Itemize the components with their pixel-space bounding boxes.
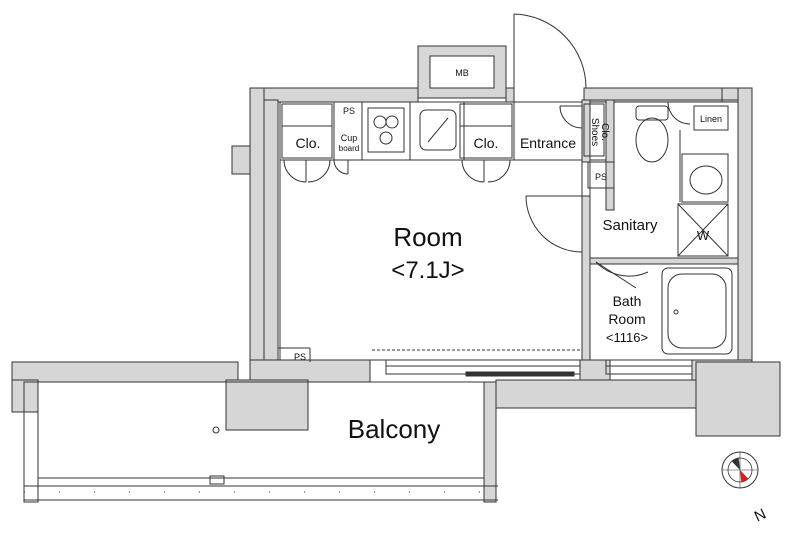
sanitary-door [525, 195, 583, 253]
windows [372, 349, 693, 377]
entrance-label: Entrance [520, 135, 576, 151]
shoes-closet-label-2: Clo. [599, 123, 610, 141]
bath-door [595, 261, 649, 289]
bathtub-icon [661, 267, 733, 355]
balcony-label: Balcony [348, 414, 441, 444]
linen-label: Linen [700, 114, 722, 124]
shoes-door [559, 103, 605, 157]
cupboard-label-1: Cup [341, 133, 358, 143]
bath-label-2: Room [608, 311, 645, 327]
sanitary-label: Sanitary [602, 217, 658, 234]
wash-basin-icon [689, 165, 723, 195]
closet-right-label: Clo. [474, 135, 499, 151]
room-size-label: <7.1J> [391, 257, 464, 284]
closet-left-label: Clo. [296, 135, 321, 151]
sink-icon [419, 109, 457, 151]
cupboard-label-2: board [339, 144, 359, 153]
bath-label-1: Bath [613, 293, 642, 309]
interior-lines [278, 99, 739, 362]
room-name-label: Room [393, 222, 462, 252]
cooktop-icon [367, 107, 405, 153]
ps-label-bottom: PS [294, 352, 306, 362]
walls [11, 45, 781, 503]
bath-size-label: <1116> [606, 330, 648, 345]
closets [281, 103, 513, 183]
shoes-closet-label-1: Shoes [589, 118, 600, 146]
compass-north-label: N [752, 505, 769, 525]
labels: MB PS Clo. Cup board Clo. Entrance Shoes… [294, 68, 722, 444]
compass-icon [721, 451, 759, 489]
toilet-door [667, 101, 691, 125]
ps-label-top: PS [343, 106, 355, 116]
entrance-door [513, 13, 587, 89]
washer-label: W [697, 228, 710, 243]
meter-box-label: MB [455, 68, 469, 78]
ps-label-sanitary: PS [595, 172, 607, 182]
balcony-area [23, 381, 498, 503]
toilet-icon [635, 105, 669, 163]
